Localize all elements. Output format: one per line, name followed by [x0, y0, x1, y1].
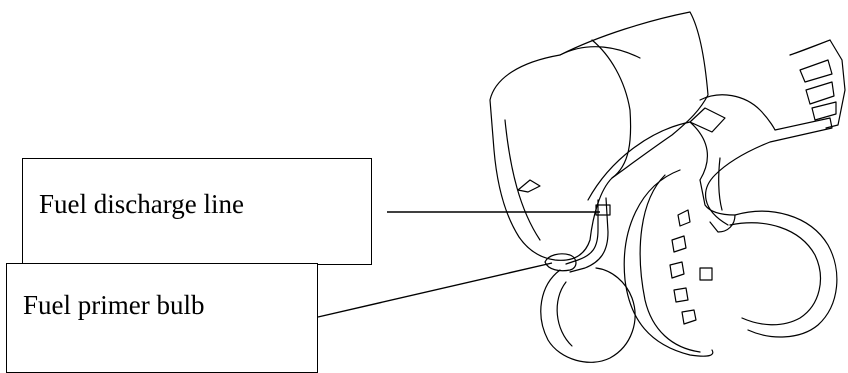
engine-line-drawing	[489, 11, 846, 363]
callout-label-fuel-discharge-line: Fuel discharge line	[39, 189, 244, 219]
callout-fuel-discharge-line: Fuel discharge line	[22, 158, 372, 265]
wheel-slot-3	[669, 261, 685, 279]
grip-top	[789, 39, 831, 56]
primer-bulb-outline	[540, 267, 636, 363]
primer-bulb-inner	[556, 281, 573, 347]
housing-ridge	[591, 39, 632, 179]
wheel-slot-4	[673, 287, 689, 303]
large-wheel-rim	[639, 174, 701, 353]
right-lobe-inner	[729, 222, 822, 326]
wheel-slot-5	[681, 309, 697, 325]
callout-label-fuel-primer-bulb: Fuel primer bulb	[23, 290, 205, 320]
grip-outline	[789, 39, 846, 129]
callout-fuel-primer-bulb: Fuel primer bulb	[6, 263, 318, 373]
grip-rib-3	[811, 101, 837, 121]
right-lobe-outer	[734, 210, 838, 338]
large-wheel-outer	[623, 169, 714, 357]
wheel-slot-6	[699, 267, 713, 281]
wheel-slot-2	[671, 235, 687, 253]
housing-top-edge	[559, 46, 641, 59]
stem-outline	[699, 179, 736, 233]
grip-rib-1	[799, 59, 833, 83]
primer-bulb-nub	[544, 253, 577, 272]
fuel-discharge-line-tube-outer	[565, 199, 599, 265]
housing-outline	[489, 11, 709, 261]
fuel-system-diagram: Fuel discharge line Fuel primer bulb	[6, 11, 846, 373]
fuel-discharge-line-tube-inner	[569, 197, 609, 273]
wheel-slot-1	[677, 209, 691, 227]
housing-detail	[517, 179, 541, 193]
handle-inner	[689, 107, 726, 133]
housing-inner-curve	[504, 119, 541, 241]
handle-outline	[699, 94, 833, 226]
handle-arm	[587, 121, 708, 201]
stem-neck	[718, 157, 723, 211]
grip-rib-2	[805, 81, 835, 105]
